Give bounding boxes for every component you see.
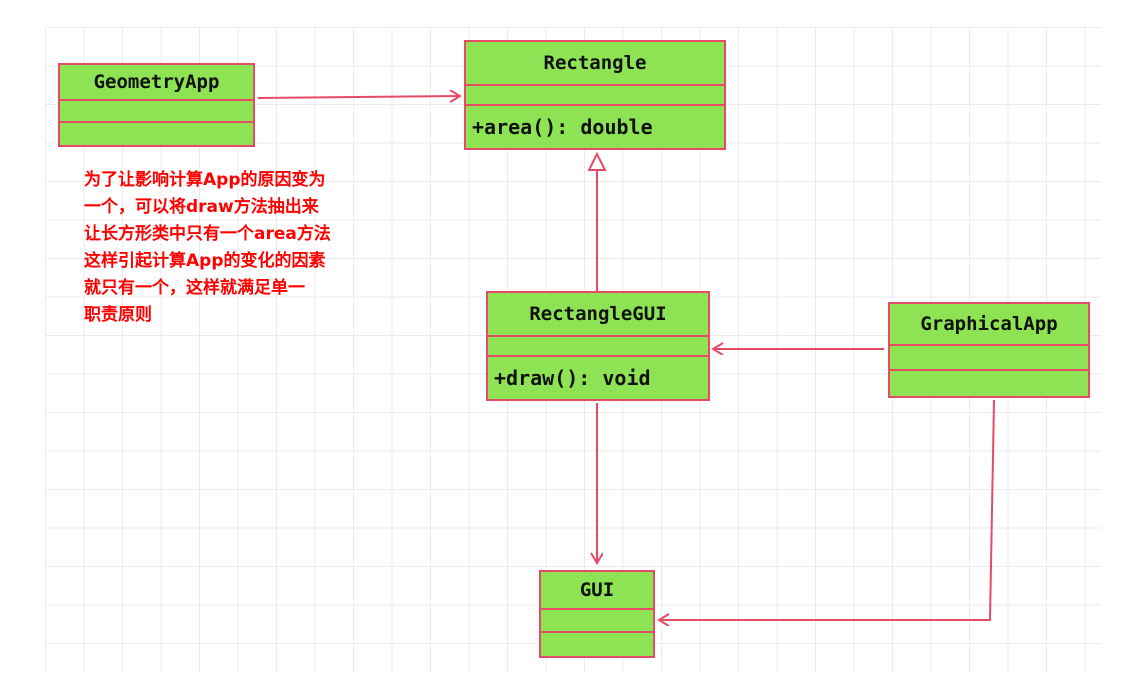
annotation-line: 就只有一个，这样就满足单一	[84, 278, 305, 298]
class-compartment	[60, 101, 253, 123]
class-method: +area(): double	[472, 115, 653, 139]
connector-graphicalapp-to-gui[interactable]	[659, 399, 995, 620]
class-compartment	[541, 610, 653, 633]
class-compartment	[890, 371, 1088, 396]
class-box-graphicalapp[interactable]: GraphicalApp	[888, 302, 1090, 398]
class-box-rectanglegui[interactable]: RectangleGUI +draw(): void	[486, 291, 710, 401]
class-compartment	[60, 123, 253, 145]
class-title: GeometryApp	[60, 65, 253, 101]
class-box-geometryapp[interactable]: GeometryApp	[58, 63, 255, 147]
annotation-line: 让长方形类中只有一个area方法	[84, 224, 331, 244]
class-compartment	[466, 86, 724, 106]
annotation-line: 职责原则	[84, 305, 152, 325]
annotation-line: 这样引起计算App的变化的因素	[84, 251, 326, 271]
class-title: RectangleGUI	[488, 293, 708, 337]
class-method: +draw(): void	[494, 366, 651, 390]
class-compartment	[890, 346, 1088, 371]
class-title: GraphicalApp	[890, 304, 1088, 346]
class-compartment	[488, 337, 708, 357]
class-title: Rectangle	[466, 42, 724, 86]
class-compartment	[541, 633, 653, 656]
class-title: GUI	[541, 572, 653, 610]
annotation-line: 一个，可以将draw方法抽出来	[84, 197, 319, 217]
class-box-gui[interactable]: GUI	[539, 570, 655, 658]
annotation-line: 为了让影响计算App的原因变为	[84, 170, 326, 190]
connector-geometryapp-to-rectangle[interactable]	[257, 96, 460, 98]
class-box-rectangle[interactable]: Rectangle +area(): double	[464, 40, 726, 150]
annotation-text[interactable]: 为了让影响计算App的原因变为 一个，可以将draw方法抽出来 让长方形类中只有…	[84, 167, 384, 329]
